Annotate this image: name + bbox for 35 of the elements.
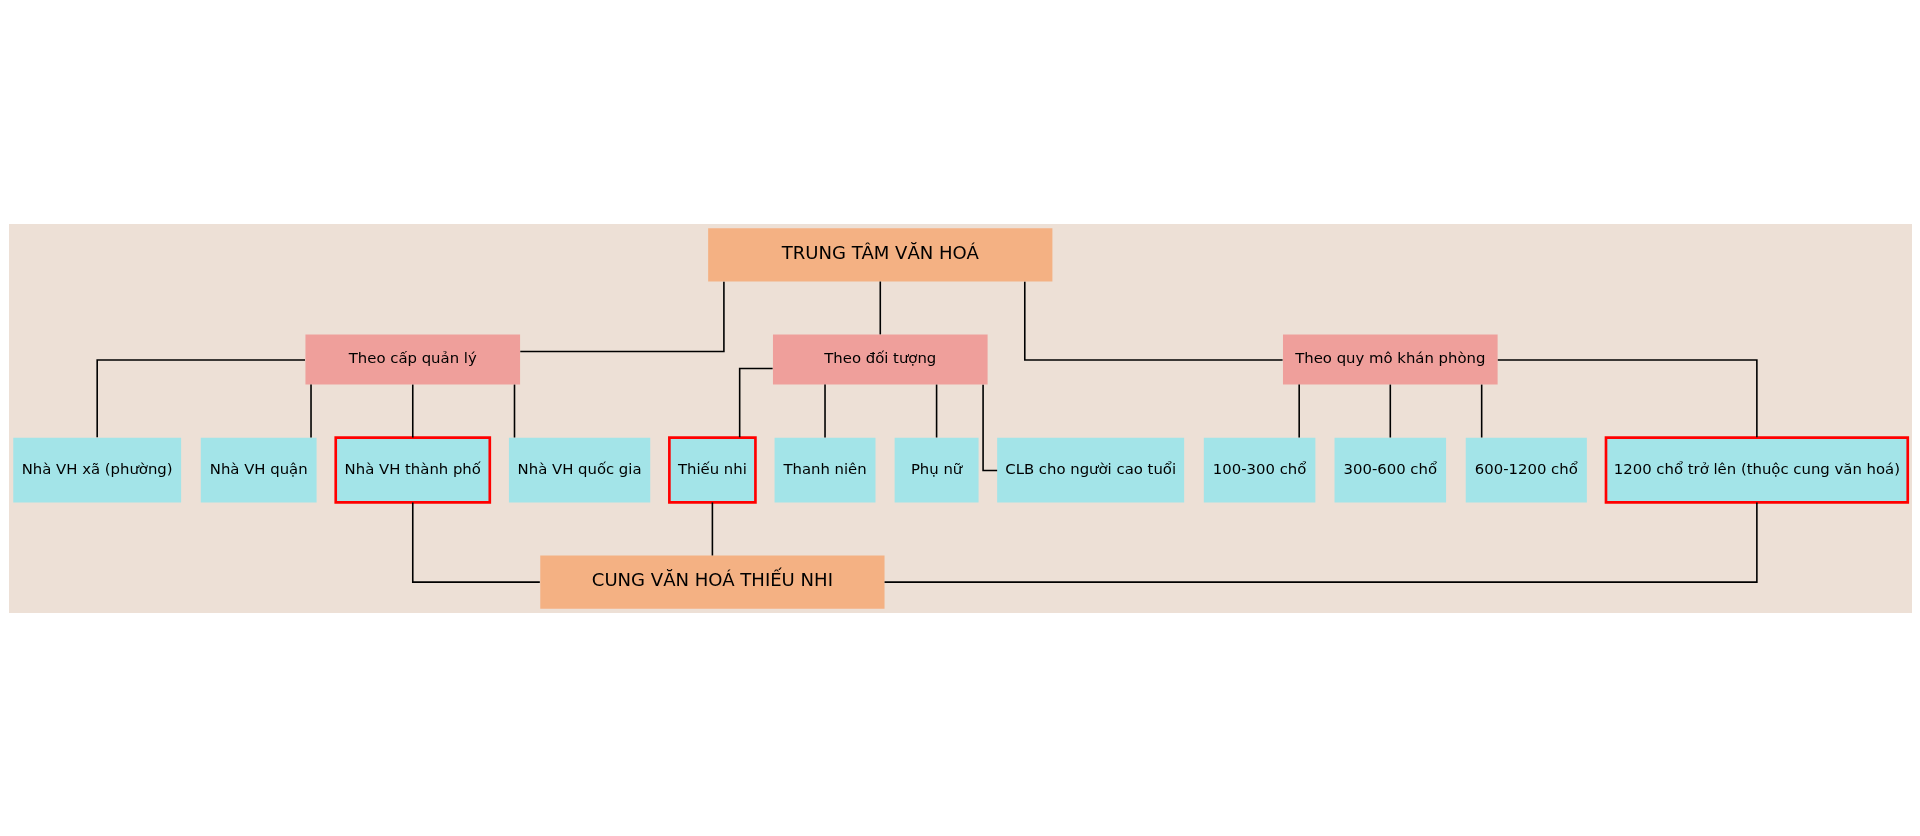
connector xyxy=(823,383,826,438)
connector xyxy=(935,383,937,438)
node-box: Theo đối tượng xyxy=(772,334,988,384)
connector xyxy=(411,383,414,438)
node-box: 600-1200 chổ xyxy=(1465,437,1587,502)
node-box: Nhà VH quốc gia xyxy=(508,437,650,502)
connector xyxy=(711,501,713,556)
connector xyxy=(1496,358,1758,438)
connector xyxy=(95,358,306,438)
node-box: Nhà VH quận xyxy=(200,437,317,502)
connector xyxy=(1297,383,1300,438)
node-box: 300-600 chổ xyxy=(1334,437,1446,502)
connector xyxy=(309,383,312,438)
connector xyxy=(411,501,541,583)
node-box: Theo quy mô khán phòng xyxy=(1282,334,1498,384)
connector xyxy=(738,367,773,438)
connector xyxy=(883,501,1758,583)
node-box: Phụ nữ xyxy=(894,437,979,502)
node-box: Nhà VH xã (phường) xyxy=(12,437,181,502)
node-box: CLB cho người cao tuổi xyxy=(996,437,1184,502)
node-box: Thiếu nhi xyxy=(667,435,757,504)
connector xyxy=(513,383,515,438)
connector xyxy=(1480,383,1482,438)
connector xyxy=(879,280,881,335)
node-box: 1200 chổ trở lên (thuộc cung văn hoá) xyxy=(1604,435,1909,504)
node-box: CUNG VĂN HOÁ THIẾU NHI xyxy=(539,555,885,609)
node-box: TRUNG TÂM VĂN HOÁ xyxy=(707,227,1052,281)
connector xyxy=(981,383,998,471)
connector xyxy=(519,280,725,352)
node-box: Theo cấp quản lý xyxy=(304,334,520,384)
connector xyxy=(1023,280,1283,361)
node-box: Thanh niên xyxy=(774,437,875,502)
node-box: Nhà VH thành phố xyxy=(333,435,491,504)
connector xyxy=(1389,383,1391,438)
node-box: 100-300 chổ xyxy=(1203,437,1315,502)
